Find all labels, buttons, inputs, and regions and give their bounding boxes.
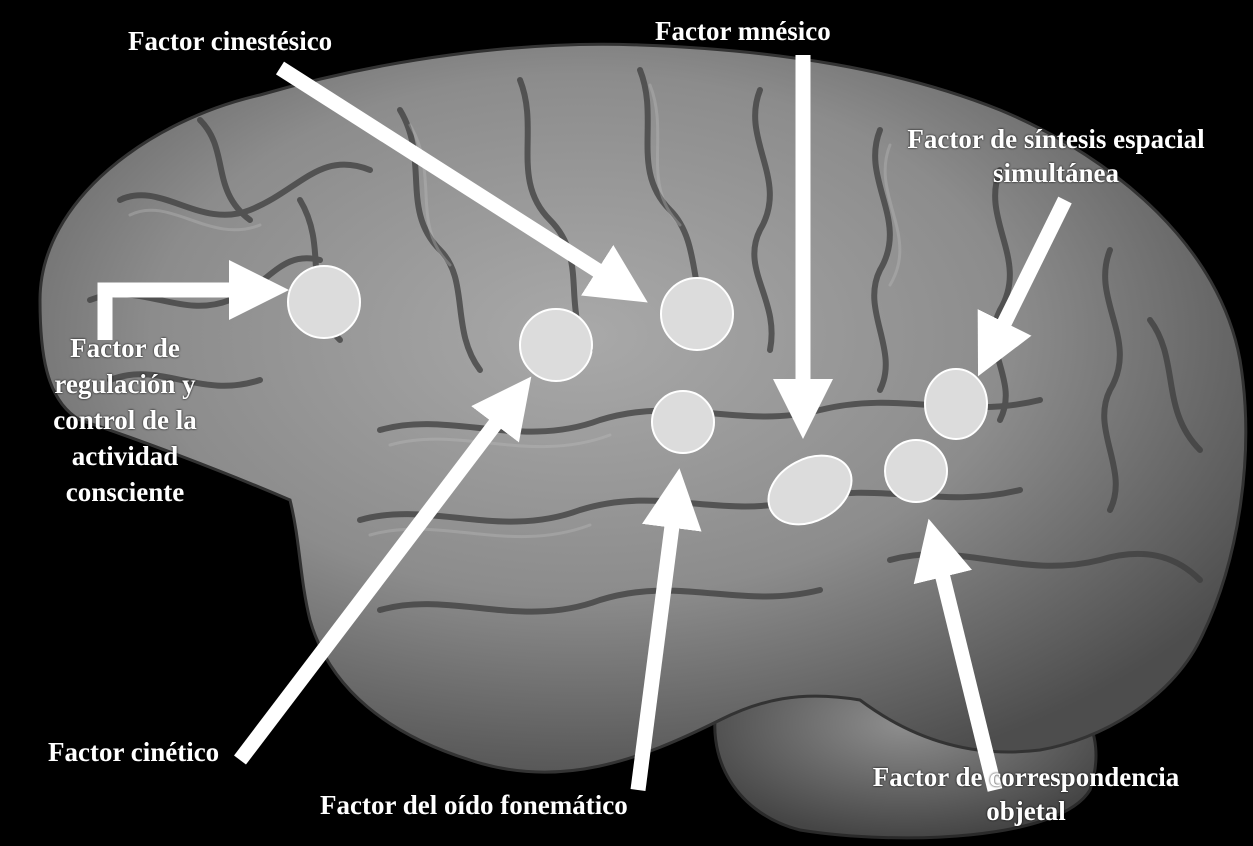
marker-cinetico [520, 309, 592, 381]
marker-oido [652, 391, 714, 453]
label-cinetico: Factor cinético [48, 735, 219, 769]
marker-cinestesico [661, 278, 733, 350]
label-regulacion-line5: consciente [20, 474, 230, 510]
label-mnesico: Factor mnésico [655, 14, 831, 48]
marker-regulacion [288, 266, 360, 338]
label-regulacion-line4: actividad [20, 438, 230, 474]
label-correspondencia-line2: objetal [826, 794, 1226, 828]
label-correspondencia: Factor de correspondencia objetal [826, 760, 1226, 828]
label-regulacion-line1: Factor de [20, 330, 230, 366]
label-regulacion: Factor de regulación y control de la act… [20, 330, 230, 510]
label-sintesis-line2: simultánea [868, 156, 1244, 190]
label-oido: Factor del oído fonemático [320, 788, 628, 822]
label-regulacion-line3: control de la [20, 402, 230, 438]
label-cinestesico: Factor cinestésico [128, 24, 332, 58]
label-sintesis: Factor de síntesis espacial simultánea [868, 122, 1244, 190]
label-correspondencia-line1: Factor de correspondencia [826, 760, 1226, 794]
label-regulacion-line2: regulación y [20, 366, 230, 402]
label-sintesis-line1: Factor de síntesis espacial [868, 122, 1244, 156]
marker-sintesis [925, 369, 987, 439]
marker-correspondencia [885, 440, 947, 502]
